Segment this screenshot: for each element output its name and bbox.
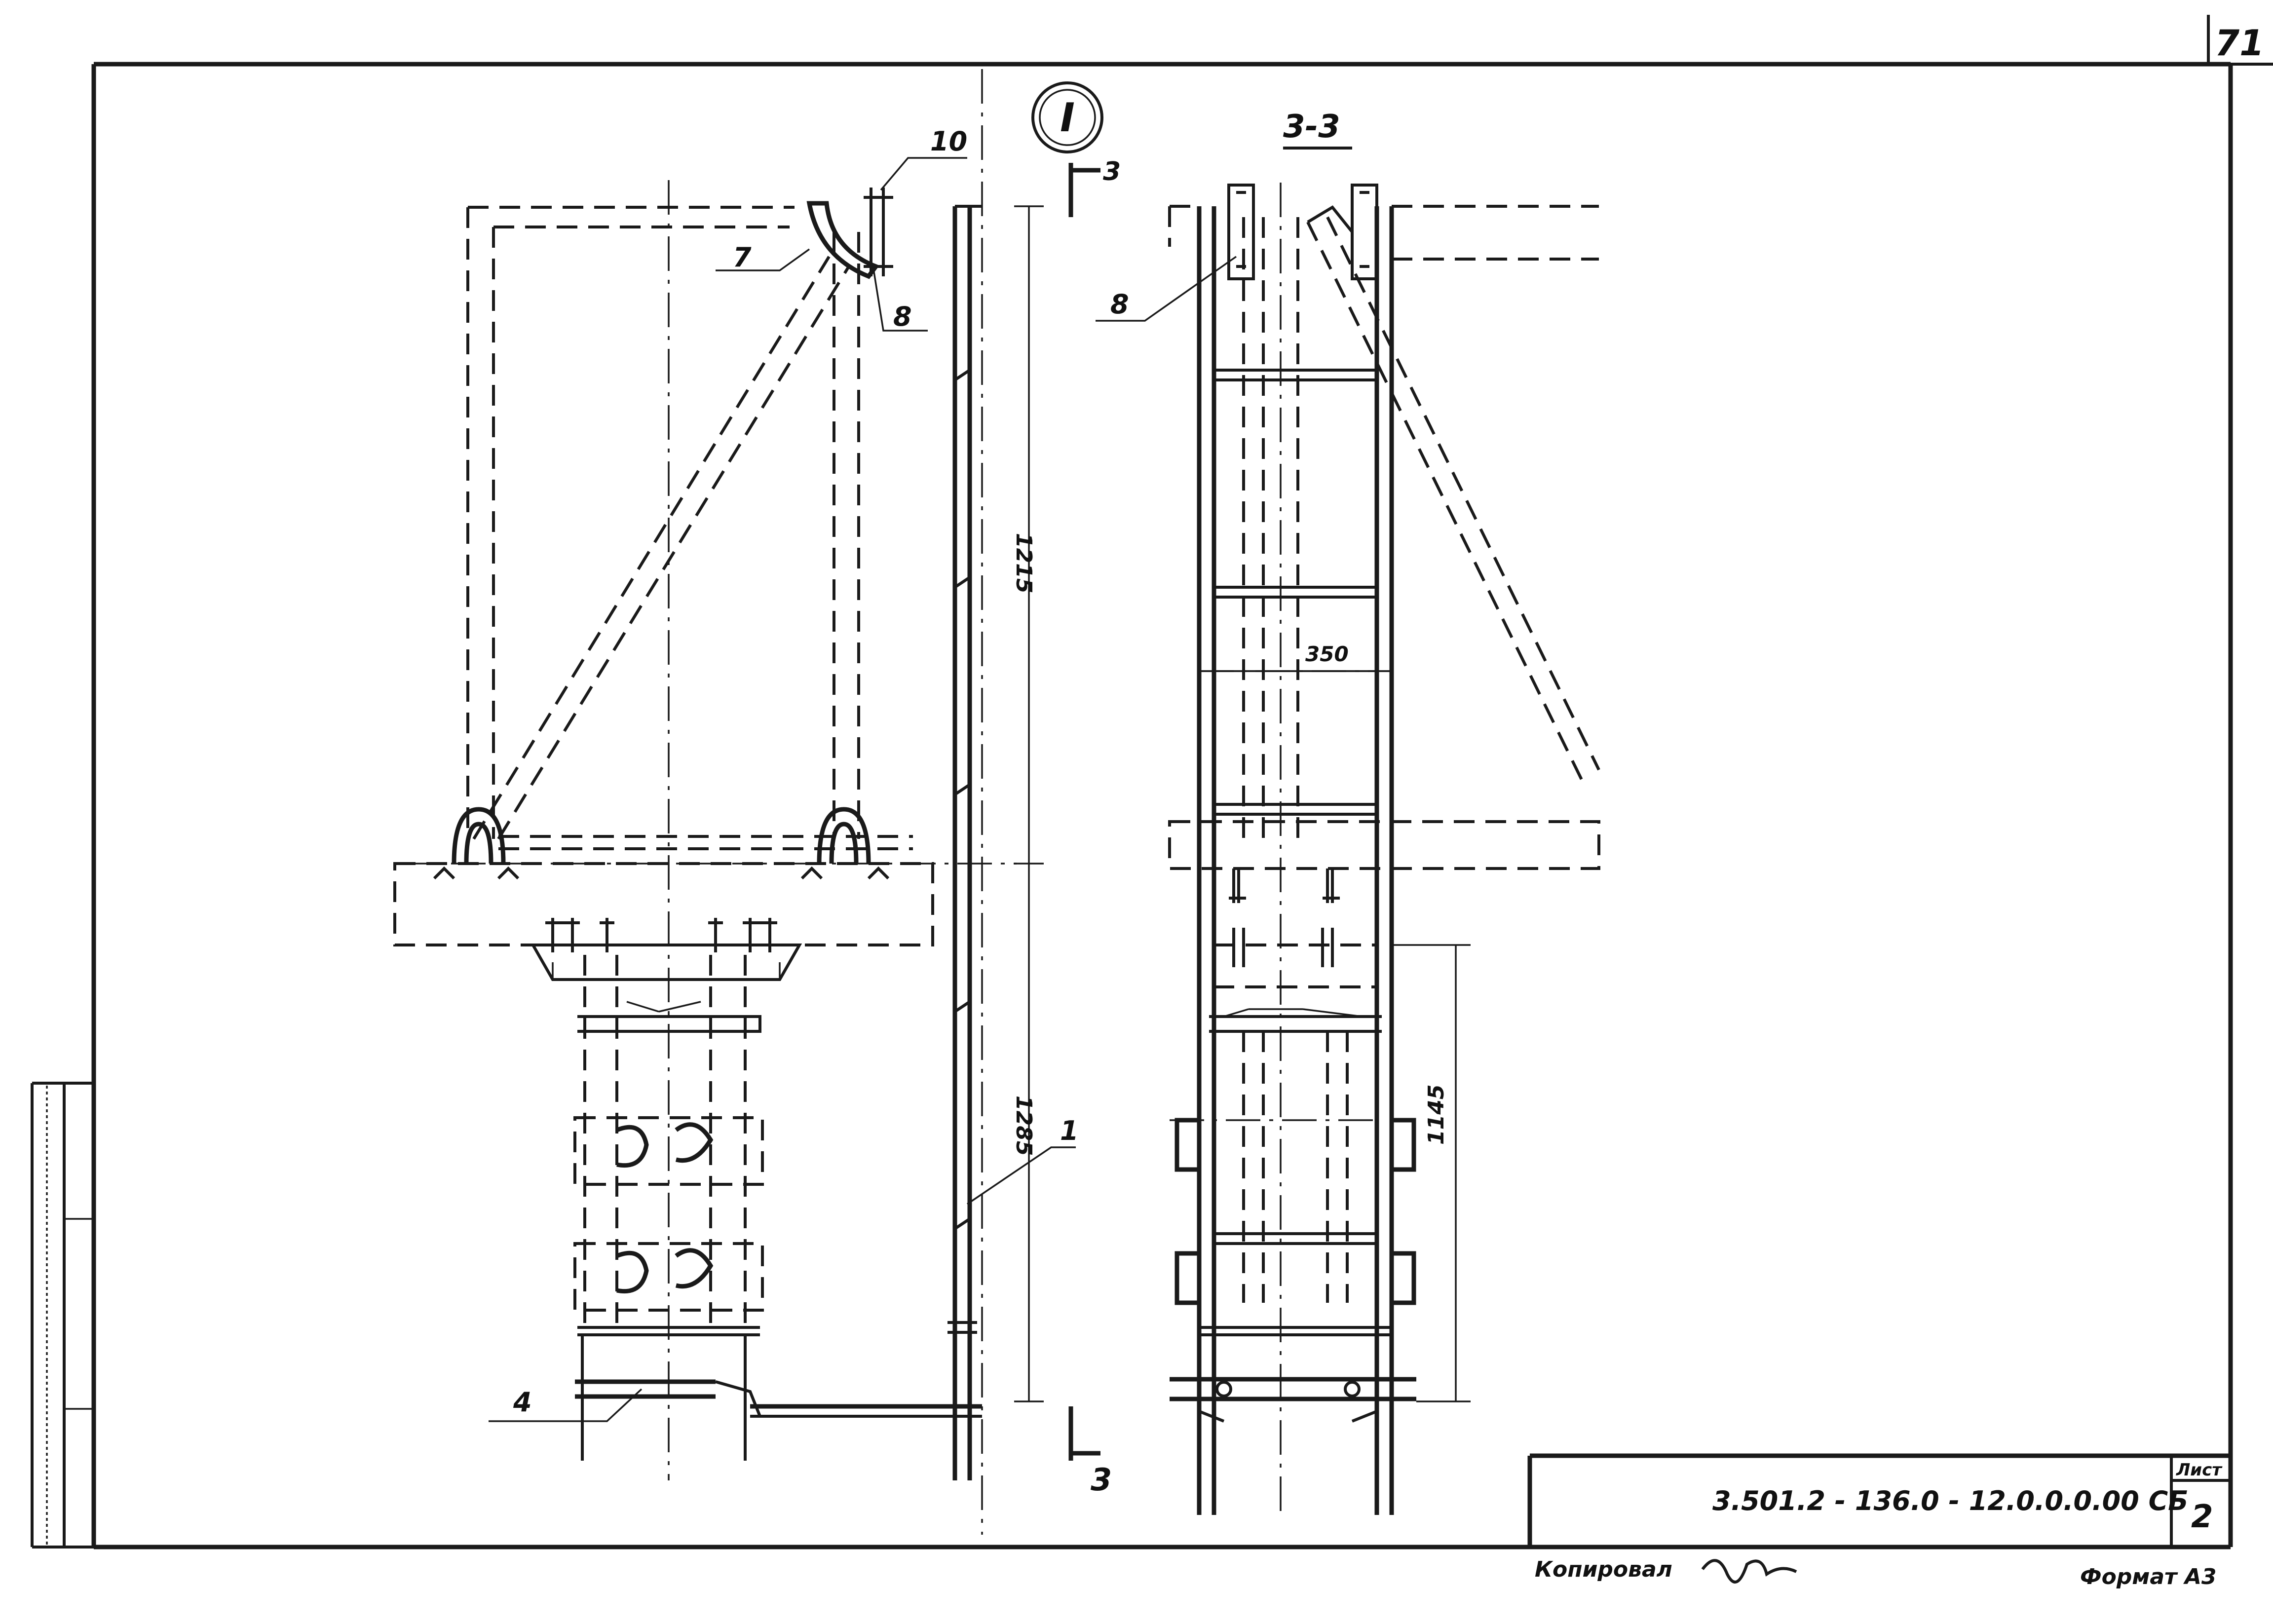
dimension-width: 350 [1305, 642, 1349, 666]
callout-leaders-left [489, 157, 1076, 1422]
callout-leader-8-right [1096, 256, 1237, 322]
section-mark-top: 3 [1103, 157, 1121, 187]
callout-10: 10 [930, 126, 967, 157]
view-marker-label: I [1060, 95, 1075, 141]
left-view [393, 69, 1017, 1535]
copied-by-label: Копировал [1535, 1557, 1672, 1582]
dimension-upper-height: 1215 [1011, 533, 1036, 593]
sheet-number: 2 [2191, 1499, 2213, 1535]
view-marker [1031, 81, 1103, 153]
sheet-frame [91, 15, 2273, 1549]
callout-4: 4 [513, 1387, 532, 1418]
drawing-designation: 3.501.2 - 136.0 - 12.0.0.0.00 СБ [1712, 1485, 2188, 1516]
title-block [1527, 1453, 2231, 1547]
section-cut-marks [1068, 163, 1100, 1461]
callout-1: 1 [1060, 1115, 1079, 1146]
dimension-lower-height: 1285 [1011, 1095, 1036, 1156]
page-number: 71 [2215, 22, 2264, 64]
section-mark-bottom: 3 [1091, 1462, 1112, 1498]
right-view [1168, 183, 1600, 1515]
callout-7: 7 [733, 242, 752, 273]
dimension-right-height: 1145 [1424, 1085, 1449, 1145]
format-label: Формат А3 [2080, 1564, 2217, 1589]
right-view-dimensions [1199, 670, 1471, 1402]
section-title: 3-3 [1283, 109, 1340, 145]
archive-stamp-strip [31, 1082, 94, 1548]
callout-8-right: 8 [1110, 289, 1129, 320]
copier-signature [1701, 1559, 1797, 1584]
left-view-dimensions [1014, 205, 1044, 1402]
callout-8-left: 8 [893, 301, 912, 332]
sheet-label: Лист [2176, 1460, 2223, 1480]
